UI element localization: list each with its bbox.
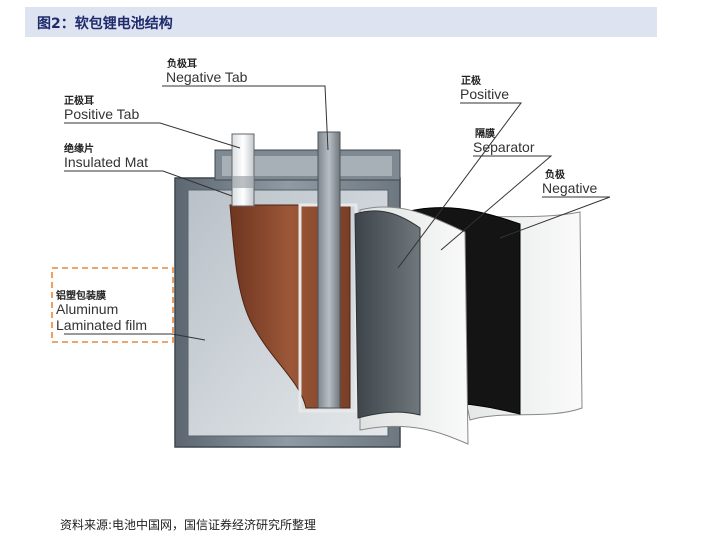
source-note: 资料来源:电池中国网，国信证券经济研究所整理	[60, 518, 317, 532]
negative-tab-shape	[317, 131, 341, 409]
positive-label: Positive	[460, 86, 509, 102]
leader-lines	[64, 85, 611, 341]
positive-tab-label-cn: 正极耳	[64, 94, 94, 107]
insulated-mat-label: Insulated Mat	[64, 154, 148, 170]
separator-label-cn: 隔膜	[475, 127, 495, 140]
negative-tab-label-cn: 负极耳	[167, 57, 197, 70]
figure-title-bar: 图2：软包锂电池结构	[25, 7, 657, 37]
aluminum-film-label-line1: Aluminum	[56, 301, 118, 317]
positive-label-cn: 正极	[461, 74, 482, 87]
aluminum-film-label-cn: 铝塑包装膜	[56, 289, 106, 302]
figure-title: 图2：软包锂电池结构	[37, 16, 173, 32]
negative-label: Negative	[542, 180, 597, 196]
positive-tab-label: Positive Tab	[64, 106, 139, 122]
negative-label-cn: 负极	[545, 168, 566, 181]
positive-tab-shape	[231, 133, 255, 207]
electrode-sheets	[354, 206, 583, 445]
negative-tab-label: Negative Tab	[166, 69, 248, 85]
separator-label: Separator	[473, 139, 535, 155]
aluminum-film-label-line2: Laminated film	[56, 317, 147, 333]
insulated-mat-label-cn: 绝缘片	[64, 142, 94, 155]
aluminum-film-highlight	[51, 267, 174, 343]
